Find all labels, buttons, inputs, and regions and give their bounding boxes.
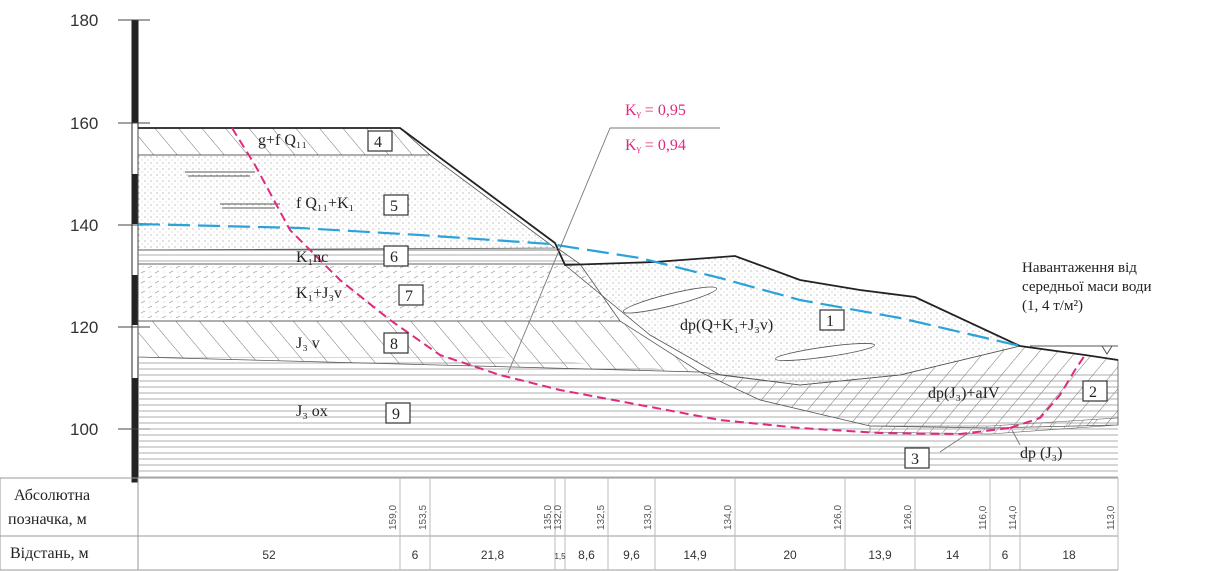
elevation-value: 134,0 [723, 505, 734, 530]
distance-value: 8,6 [578, 548, 595, 562]
water-table-line [137, 222, 1021, 348]
layer-2-number: 2 [1089, 384, 1097, 401]
distance-row: 52 6 21,8 1,5 8,6 9,6 14,9 20 13,9 14 6 18 [262, 548, 1076, 562]
distance-value: 9,6 [623, 548, 640, 562]
elevation-value: 159,0 [388, 505, 399, 530]
elevation-value: 114,0 [1008, 505, 1019, 530]
layer-3 [869, 417, 1119, 435]
layer-2-box [1082, 380, 1108, 402]
layer-1-label: dp(Q+K₁+J₃v) [680, 317, 773, 334]
layer-4-number: 4 [374, 134, 382, 151]
distance-value: 20 [783, 548, 797, 562]
layer-6 [137, 249, 582, 265]
lens [623, 286, 717, 314]
layer-7-box [398, 284, 424, 306]
layer-1-number: 1 [826, 313, 834, 330]
layer-3-number: 3 [911, 451, 919, 468]
elevation-scale: 180 160 140 120 100 [70, 11, 150, 483]
layer-9-label: J₃ ox [296, 403, 328, 420]
elevation-value: 133,0 [643, 505, 654, 530]
row-label-elevation: Абсолютна [14, 487, 90, 504]
tick-label: 100 [70, 420, 98, 439]
row-label-distance: Відстань, м [10, 545, 89, 562]
distance-value: 52 [262, 548, 276, 562]
distance-value: 6 [412, 548, 419, 562]
layer-6-number: 6 [390, 249, 398, 266]
layer-1-box [819, 309, 845, 331]
elevation-value: 132,0 [553, 505, 564, 530]
distance-value: 14,9 [683, 548, 707, 562]
strata [137, 127, 1119, 478]
load-note-line: (1, 4 т/м²) [1022, 298, 1083, 314]
layer-3-label: dp (J₃) [1020, 445, 1062, 462]
tick-label: 120 [70, 318, 98, 337]
load-note-line: середньої маси води [1022, 279, 1152, 295]
elevation-value: 116,0 [978, 505, 989, 530]
elevation-value: 126,0 [903, 505, 914, 530]
distance-value: 6 [1002, 548, 1009, 562]
layer-5-box [383, 194, 409, 216]
lens [775, 343, 875, 361]
distance-value: 13,9 [868, 548, 892, 562]
distance-value: 14 [946, 548, 960, 562]
layer-6-box [383, 245, 409, 267]
layer-5-label: f Q₁₁+K₁ [296, 195, 354, 212]
tick-label: 180 [70, 11, 98, 30]
tick-label: 140 [70, 216, 98, 235]
layer-3-box [904, 447, 930, 469]
stability-coef-1: Kᵧ = 0,95 [625, 102, 686, 119]
water-load-note: Навантаження від середньої маси води (1,… [1022, 260, 1152, 314]
lens-marks [185, 171, 280, 209]
elevation-value: 113,0 [1106, 505, 1117, 530]
layer-labels: g+f Q₁₁ 4 f Q₁₁+K₁ 5 K₁nc 6 K₁+J₃v 7 J₃ … [258, 130, 1108, 469]
layer-9-number: 9 [392, 406, 400, 423]
layer-8-label: J₃ v [296, 335, 320, 352]
tick-label: 160 [70, 114, 98, 133]
elevation-value: 135,0 [543, 505, 554, 530]
slip-surface-095 [231, 127, 1011, 436]
distance-value: 21,8 [481, 548, 505, 562]
layer-7-label: K₁+J₃v [296, 285, 342, 302]
water-level-icon [1101, 345, 1113, 355]
layer-8-number: 8 [390, 336, 398, 353]
distance-value: 18 [1062, 548, 1076, 562]
stability-coef-2: Kᵧ = 0,94 [625, 137, 686, 154]
ground-surface [138, 127, 1119, 361]
elevation-value: 126,0 [833, 505, 844, 530]
layer-2-label: dp(J₃)+aIV [928, 385, 1000, 402]
layer-4-label: g+f Q₁₁ [258, 132, 307, 149]
load-note-line: Навантаження від [1022, 260, 1137, 276]
elevation-value: 132,5 [596, 505, 607, 530]
slip-surface-094 [1009, 354, 1086, 429]
distance-value: 1,5 [554, 552, 566, 561]
layer-9-box [385, 402, 411, 424]
leaders [507, 127, 1021, 453]
layer-4-box [367, 130, 393, 152]
layer-7-number: 7 [405, 288, 413, 305]
layer-6-label: K₁nc [296, 249, 328, 266]
layer-8-box [383, 332, 409, 354]
layer-5-number: 5 [390, 198, 398, 215]
row-label-elevation: позначка, м [8, 511, 87, 528]
elevation-value: 153,5 [418, 505, 429, 530]
